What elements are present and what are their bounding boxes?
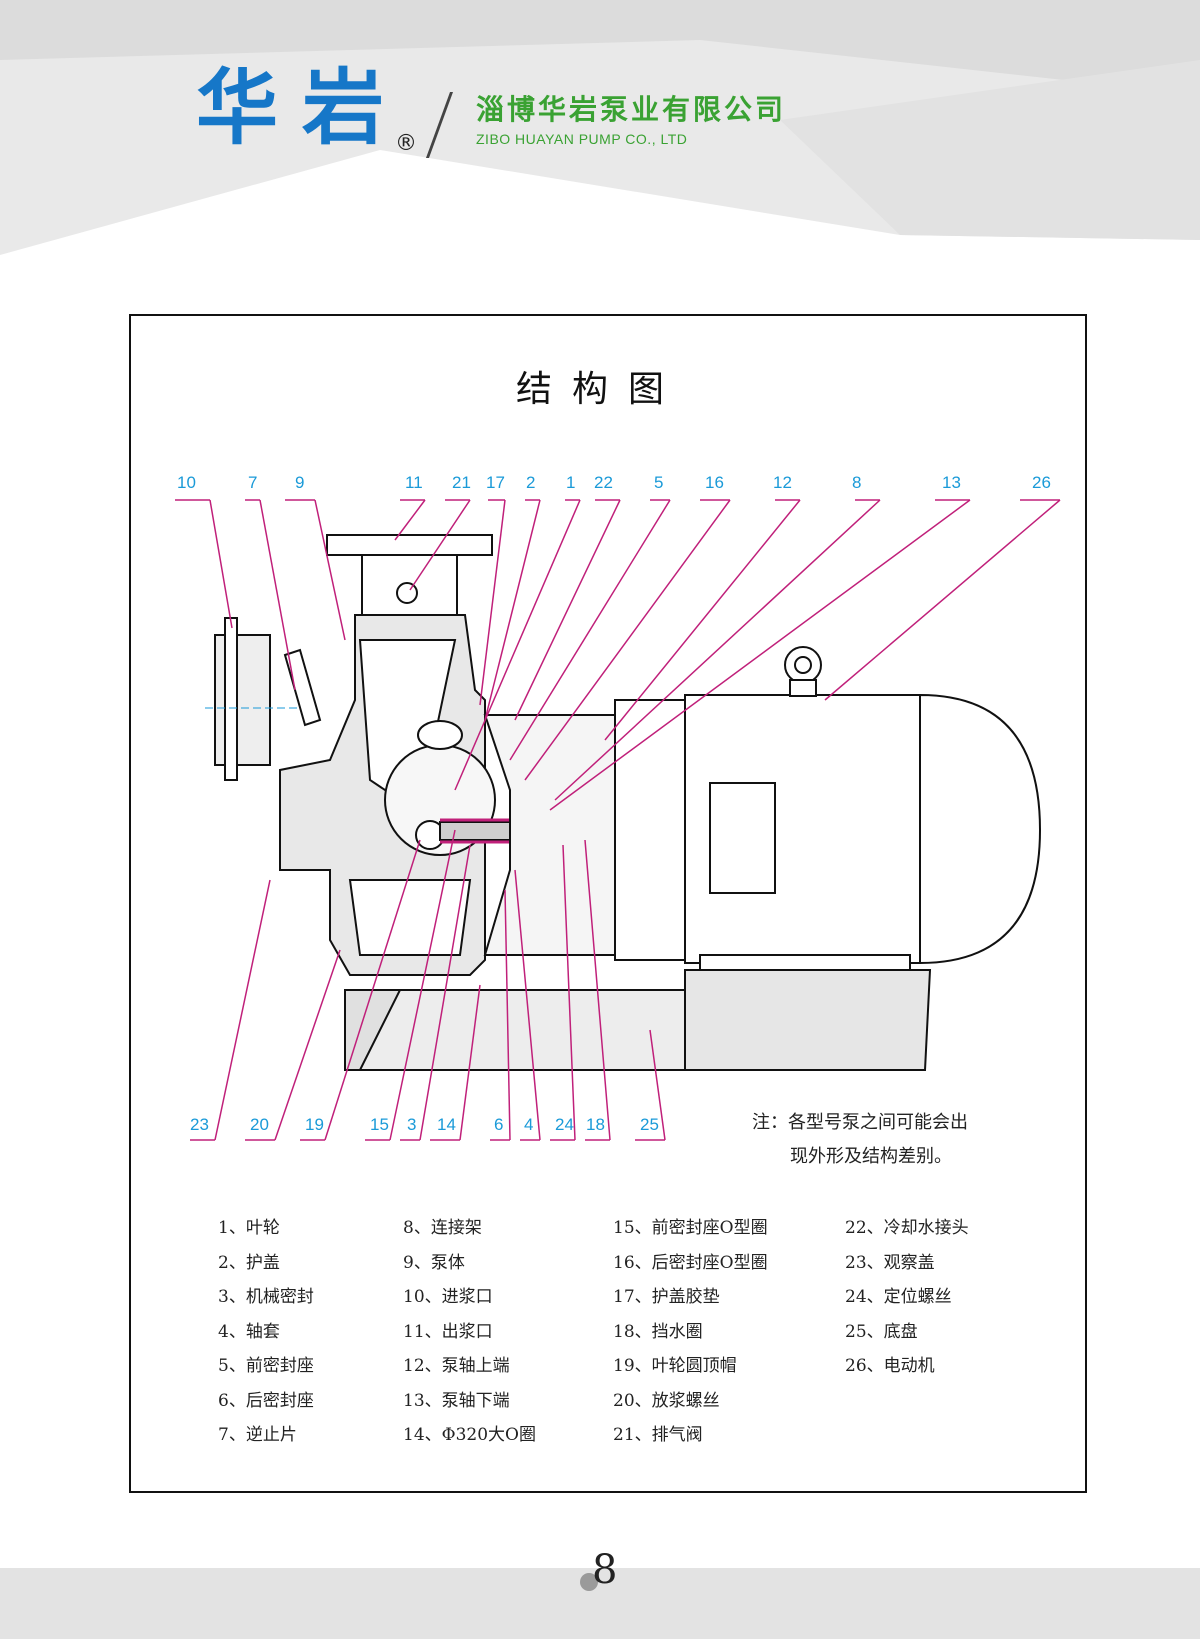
label-4: 4 [524, 1115, 533, 1134]
note-line-1: 注：各型号泵之间可能会出 [752, 1112, 968, 1133]
part-item: 14、Φ320大O圈 [403, 1425, 536, 1445]
label-10: 10 [177, 473, 196, 492]
part-item: 15、前密封座O型圈 [613, 1218, 768, 1238]
part-item: 13、泵轴下端 [403, 1390, 510, 1411]
part-item: 17、护盖胶垫 [613, 1287, 720, 1307]
part-item: 6、后密封座 [218, 1390, 314, 1411]
diagram-title: 结构图 [515, 369, 684, 410]
label-5: 5 [654, 473, 663, 492]
part-item: 9、泵体 [403, 1252, 465, 1273]
part-item: 26、电动机 [845, 1356, 935, 1376]
label-1: 1 [566, 473, 575, 492]
leader-lines [175, 499, 1061, 1141]
part-item: 12、泵轴上端 [403, 1356, 510, 1376]
part-item: 7、逆止片 [218, 1425, 297, 1445]
company-name-cn: 淄博华岩泵业有限公司 [476, 93, 787, 126]
part-item: 5、前密封座 [218, 1356, 314, 1376]
part-item: 11、出浆口 [403, 1321, 493, 1342]
label-11: 11 [405, 473, 423, 492]
part-item: 3、机械密封 [218, 1287, 314, 1307]
part-item: 18、挡水圈 [613, 1321, 703, 1342]
label-23: 23 [190, 1115, 209, 1134]
page-number: 8 [592, 1547, 618, 1593]
footer-band [0, 1568, 1200, 1639]
label-25: 25 [640, 1115, 659, 1134]
company-name-en: ZIBO HUAYAN PUMP CO., LTD [476, 131, 688, 147]
parts-column-4: 22、冷却水接头 23、观察盖 24、定位螺丝 25、底盘 26、电动机 [845, 1211, 969, 1384]
part-item: 19、叶轮圆顶帽 [613, 1356, 737, 1376]
label-14: 14 [437, 1115, 456, 1134]
label-17: 17 [486, 473, 505, 492]
label-19: 19 [305, 1115, 324, 1134]
parts-column-2: 8、连接架 9、泵体 10、进浆口 11、出浆口 12、泵轴上端 13、泵轴下端… [403, 1211, 536, 1453]
part-item: 8、连接架 [403, 1218, 482, 1238]
label-26: 26 [1032, 473, 1051, 492]
label-18: 18 [586, 1115, 605, 1134]
pump-body-drawing [205, 534, 1042, 1071]
label-16: 16 [705, 473, 724, 492]
part-item: 25、底盘 [845, 1321, 918, 1342]
label-8: 8 [852, 473, 861, 492]
parts-column-3: 15、前密封座O型圈 16、后密封座O型圈 17、护盖胶垫 18、挡水圈 19、… [613, 1211, 768, 1453]
registered-mark: ® [395, 131, 417, 156]
diagram-note: 注：各型号泵之间可能会出 现外形及结构差别。 [752, 1106, 968, 1174]
part-item: 24、定位螺丝 [845, 1287, 952, 1307]
label-3: 3 [407, 1115, 416, 1134]
part-item: 21、排气阀 [613, 1425, 703, 1445]
label-24: 24 [555, 1115, 574, 1134]
label-9: 9 [295, 473, 304, 492]
label-6: 6 [494, 1115, 503, 1134]
label-2: 2 [526, 473, 535, 492]
note-line-2: 现外形及结构差别。 [790, 1146, 952, 1167]
label-13: 13 [942, 473, 961, 492]
part-item: 20、放浆螺丝 [613, 1390, 720, 1411]
label-20: 20 [250, 1115, 269, 1134]
page-dot [580, 1573, 598, 1591]
part-item: 23、观察盖 [845, 1252, 935, 1273]
part-item: 16、后密封座O型圈 [613, 1252, 768, 1273]
brand-logo: 华岩 [196, 61, 409, 156]
label-22: 22 [594, 473, 613, 492]
part-item: 1、叶轮 [218, 1218, 280, 1238]
part-item: 2、护盖 [218, 1252, 280, 1273]
label-12: 12 [773, 473, 792, 492]
part-item: 22、冷却水接头 [845, 1218, 969, 1238]
part-item: 10、进浆口 [403, 1287, 493, 1307]
diagram-frame [129, 314, 1087, 1493]
header-background [0, 0, 1200, 255]
label-7: 7 [248, 473, 257, 492]
label-21: 21 [452, 473, 471, 492]
parts-column-1: 1、叶轮 2、护盖 3、机械密封 4、轴套 5、前密封座 6、后密封座 7、逆止… [218, 1211, 314, 1453]
label-15: 15 [370, 1115, 389, 1134]
part-item: 4、轴套 [218, 1321, 280, 1342]
